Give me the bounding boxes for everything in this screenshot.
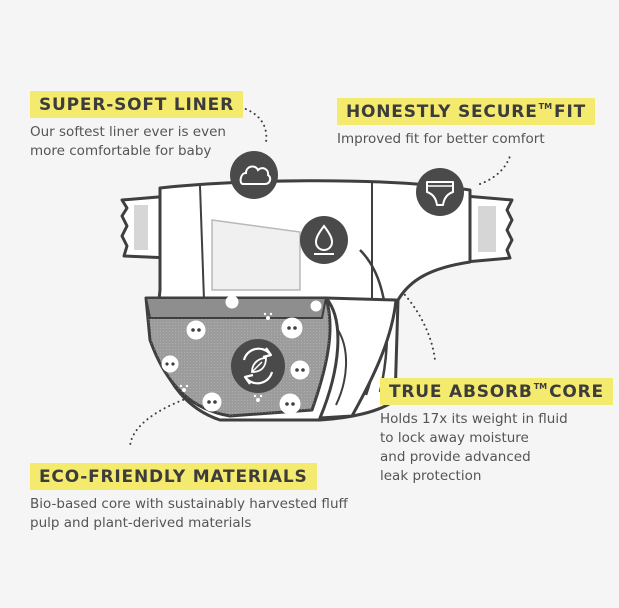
droplet-icon: [300, 216, 348, 264]
desc-line: Improved fit for better comfort: [337, 131, 545, 147]
recycle-leaf-icon: [231, 339, 285, 393]
feature-eco-friendly-materials: ECO-FRIENDLY MATERIALS Bio-based core wi…: [30, 463, 348, 533]
left-tab: [120, 194, 172, 260]
title-text: CORE: [549, 382, 604, 402]
desc-line: pulp and plant-derived materials: [30, 515, 252, 531]
desc-line: and provide advanced: [380, 449, 531, 465]
desc-line: more comfortable for baby: [30, 143, 212, 159]
title-text: TRUE ABSORB: [389, 382, 533, 402]
right-tab: [463, 194, 514, 264]
feature-description: Our softest liner ever is even more comf…: [30, 123, 243, 161]
title-text: HONESTLY SECURE: [346, 102, 538, 122]
right-leg-cuff: [318, 296, 398, 420]
feature-description: Holds 17x its weight in fluid to lock aw…: [380, 410, 613, 486]
cloud-icon: [230, 151, 278, 199]
diaper-icon: [416, 168, 464, 216]
desc-line: Our softest liner ever is even: [30, 124, 226, 140]
trademark-mark: TM: [533, 382, 548, 391]
trademark-mark: TM: [538, 102, 553, 111]
desc-line: Bio-based core with sustainably harveste…: [30, 496, 348, 512]
title-text: FIT: [554, 102, 586, 122]
desc-line: leak protection: [380, 468, 482, 484]
feature-description: Improved fit for better comfort: [337, 130, 595, 149]
feature-title: ECO-FRIENDLY MATERIALS: [30, 463, 317, 490]
panda-print: [161, 295, 322, 415]
feature-title: SUPER-SOFT LINER: [30, 91, 243, 118]
desc-line: to lock away moisture: [380, 430, 529, 446]
desc-line: Holds 17x its weight in fluid: [380, 411, 568, 427]
feature-description: Bio-based core with sustainably harveste…: [30, 495, 348, 533]
feature-super-soft-liner: SUPER-SOFT LINER Our softest liner ever …: [30, 91, 243, 161]
